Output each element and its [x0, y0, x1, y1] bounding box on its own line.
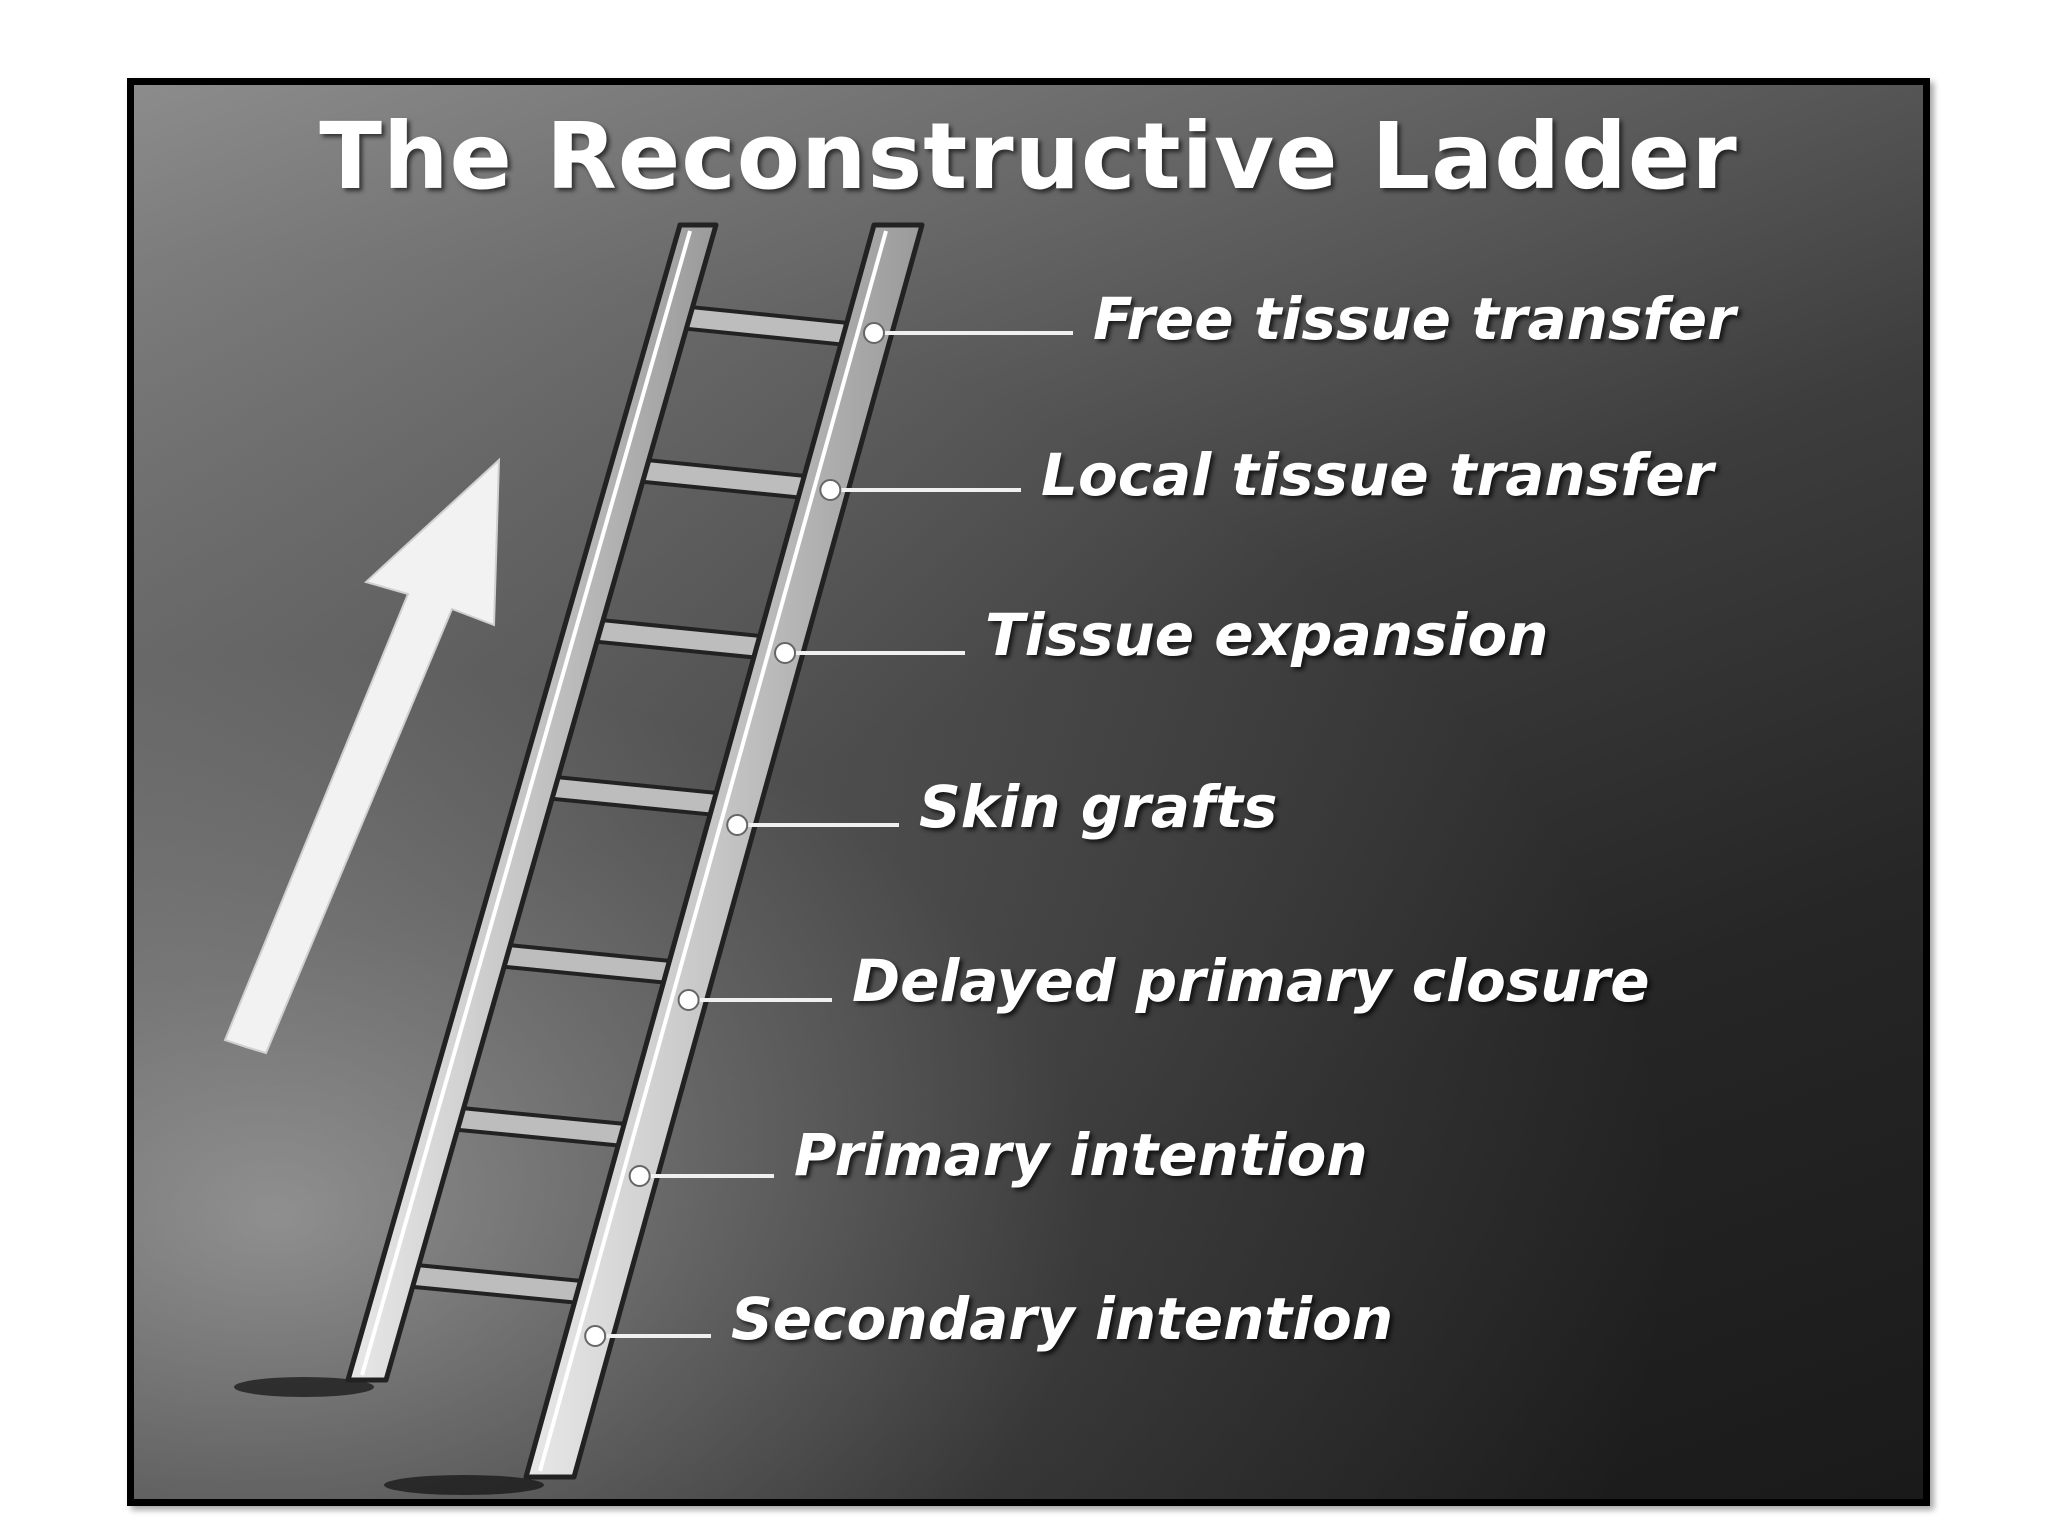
ladder-rung-fill: [670, 308, 867, 344]
ladder-rung-fill: [487, 946, 690, 982]
leader-dot: [584, 1325, 607, 1347]
ladder-left-rail: [345, 222, 719, 1383]
leader-dot: [862, 322, 885, 344]
leader-dot: [726, 814, 749, 836]
ladder-right-rail: [523, 222, 925, 1480]
ladder-rung-fill: [396, 1266, 601, 1302]
rung-label: Secondary intention: [731, 1285, 1394, 1353]
leader-dot: [774, 642, 797, 664]
up-arrow-icon: [223, 457, 501, 1055]
ladder-rung-fill: [441, 1109, 644, 1145]
ladder-shadow-right: [384, 1475, 544, 1495]
ladder-shadow-left: [234, 1377, 374, 1397]
ladder-illustration: [223, 222, 1073, 1495]
ladder-rungs: [392, 304, 871, 1306]
label-leaders: [584, 322, 1073, 1347]
rung-label: Delayed primary closure: [852, 947, 1650, 1015]
rung-label: Primary intention: [794, 1121, 1368, 1189]
ladder-rung-fill: [580, 621, 780, 657]
ladder-rung-fill: [535, 778, 736, 814]
diagram-title: The Reconstructive Ladder: [319, 103, 1738, 210]
leader-dot: [819, 479, 842, 501]
ladder-rung-fill: [626, 461, 824, 497]
leader-dot: [628, 1165, 651, 1187]
rung-label: Skin grafts: [919, 773, 1278, 841]
rung-label: Free tissue transfer: [1093, 285, 1736, 353]
leader-dot: [677, 989, 700, 1011]
diagram-frame: The Reconstructive Ladder: [127, 78, 1930, 1506]
rung-label: Local tissue transfer: [1041, 441, 1714, 509]
rung-label: Tissue expansion: [985, 601, 1549, 669]
